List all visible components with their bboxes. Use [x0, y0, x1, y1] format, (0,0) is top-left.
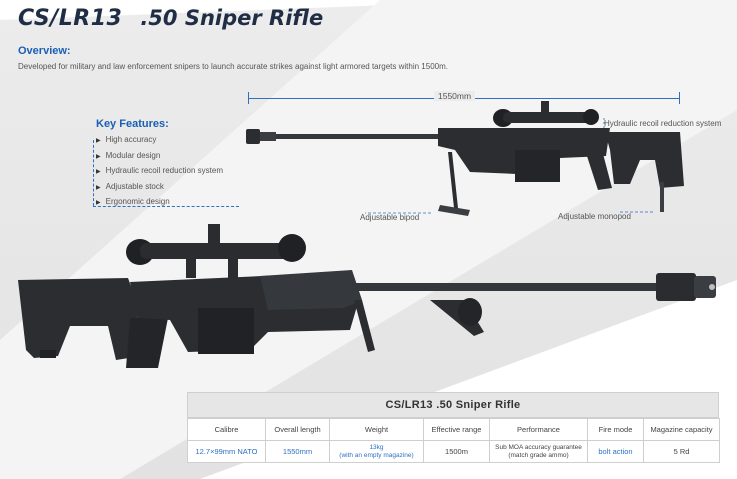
rifle-name: .50 Sniper Rifle: [140, 6, 324, 30]
rifle-bottom-grip: [126, 318, 168, 368]
rifle-bottom-muzzle-brake: [656, 273, 696, 301]
triangle-bullet-icon: ▶: [96, 138, 101, 144]
feature-item: ▶Adjustable stock: [96, 181, 164, 191]
feature-item: ▶Hydraulic recoil reduction system: [96, 166, 223, 175]
table-header-row: Calibre Overall length Weight Effective …: [187, 418, 720, 441]
rifle-bottom-image: [18, 224, 716, 368]
features-frame-bottom: [93, 206, 239, 207]
rifle-top-image: [246, 101, 684, 216]
model-name: CS/LR13: [18, 6, 123, 31]
column-header: Calibre: [187, 418, 266, 441]
rifle-bottom-turret: [208, 224, 220, 244]
rifle-top-monopod: [660, 182, 664, 212]
rifle-top-muzzle-brake: [246, 129, 260, 144]
spec-table-title: CS/LR13 .50 Sniper Rifle: [187, 392, 719, 418]
fire-mode-value: bolt action: [587, 440, 644, 463]
rifle-bottom-magazine: [198, 308, 254, 354]
feature-item: ▶Ergonomic design: [96, 197, 170, 206]
rifle-bottom-scope-front: [278, 234, 306, 262]
triangle-bullet-icon: ▶: [96, 200, 101, 206]
column-header: Magazine capacity: [643, 418, 720, 441]
feature-item: ▶Modular design: [96, 150, 161, 160]
weight-value: 13kg (with an empty magazine): [329, 440, 424, 463]
overall-length-value: 1550mm: [265, 440, 330, 463]
rifle-top-bipod: [448, 152, 458, 208]
column-header: Performance: [489, 418, 588, 441]
overview-heading: Overview:: [18, 45, 71, 57]
callout-recoil-system: Hydraulic recoil reduction system: [604, 119, 722, 128]
column-header: Effective range: [423, 418, 490, 441]
callout-monopod: Adjustable monopod: [558, 212, 631, 221]
rifle-bottom-stock: [18, 278, 142, 360]
rifle-bottom-barrel: [352, 283, 658, 291]
rifle-top-grip: [585, 150, 612, 190]
key-features-heading: Key Features:: [96, 118, 169, 130]
spec-table-grid: Calibre Overall length Weight Effective …: [187, 418, 720, 463]
table-row: 12.7×99mm NATO 1550mm 13kg (with an empt…: [187, 440, 720, 463]
length-label: 1550mm: [434, 91, 476, 101]
calibre-value: 12.7×99mm NATO: [187, 440, 266, 463]
key-features: Key Features: ▶High accuracy ▶Modular de…: [93, 118, 243, 211]
rifle-bottom-scope-body: [140, 243, 290, 259]
feature-item: ▶High accuracy: [96, 135, 157, 144]
triangle-bullet-icon: ▶: [96, 184, 101, 191]
length-dimension: 1550mm: [248, 90, 680, 106]
column-header: Fire mode: [587, 418, 644, 441]
column-header: Weight: [329, 418, 424, 441]
rifle-top-stock: [605, 132, 684, 188]
magazine-capacity-value: 5 Rd: [643, 440, 720, 463]
spec-table: CS/LR13 .50 Sniper Rifle Calibre Overall…: [187, 392, 720, 468]
rifle-top-scope-body: [503, 112, 591, 123]
triangle-bullet-icon: ▶: [96, 169, 101, 175]
features-frame-left: [93, 140, 94, 206]
triangle-bullet-icon: ▶: [96, 153, 101, 160]
column-header: Overall length: [265, 418, 330, 441]
page-title: CS/LR13 .50 Sniper Rifle: [18, 6, 323, 34]
rifle-top-magazine: [515, 150, 560, 182]
callout-bipod: Adjustable bipod: [360, 213, 420, 222]
overview-text: Developed for military and law enforceme…: [18, 62, 448, 71]
rifle-top-barrel: [276, 134, 441, 139]
rifle-bottom-bipod-leg: [354, 300, 375, 352]
performance-value: Sub MOA accuracy guarantee (match grade …: [489, 440, 588, 463]
effective-range-value: 1500m: [423, 440, 490, 463]
